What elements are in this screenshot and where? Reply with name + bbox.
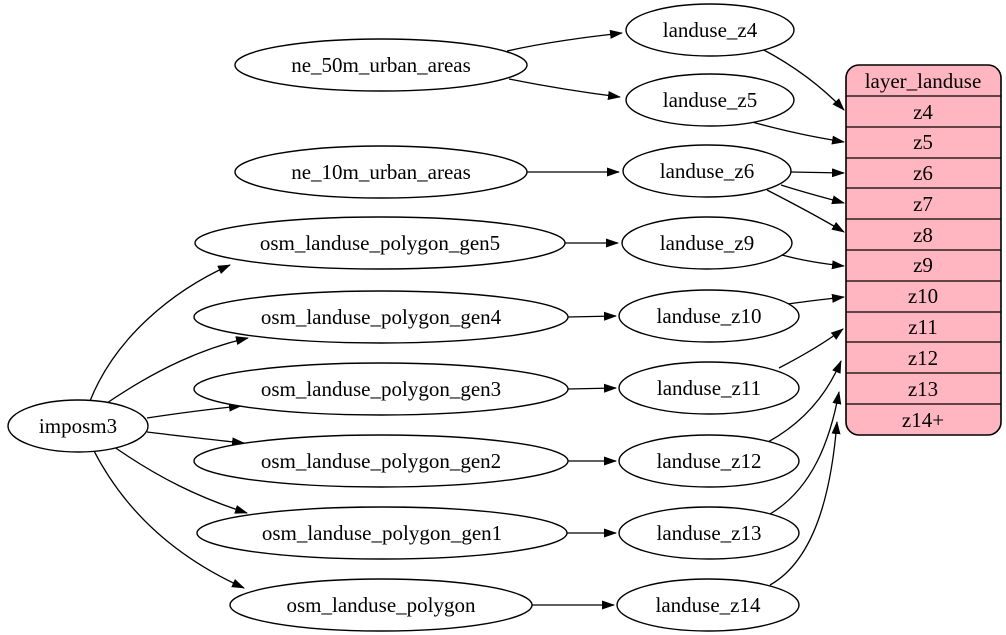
node-osm_landuse_polygon_gen2: osm_landuse_polygon_gen2 (193, 434, 569, 488)
landuse_z10-ellipse (618, 289, 800, 343)
landuse_z5-label: landuse_z5 (663, 88, 757, 112)
edge-gen3-to-landuse_z11 (567, 383, 617, 393)
edge-imposm3-to-gen2 (146, 431, 245, 447)
landuse_z5-ellipse (625, 73, 795, 127)
landuse_z11-ellipse (618, 361, 800, 415)
landuse_z10-label: landuse_z10 (657, 304, 762, 328)
edge-landuse_z6-to-row-z7 (780, 184, 845, 205)
landuse_z12-ellipse (618, 434, 800, 488)
edge-imposm3-to-gen4 (103, 336, 249, 406)
edge-ne50m-to-landuse_z5 (508, 78, 621, 100)
landuse_z14-label: landuse_z14 (656, 593, 761, 617)
edge-landuse_z6-to-row-z8 (766, 189, 845, 233)
row-z13: z13 (908, 377, 938, 401)
osm_landuse_polygon_gen3-ellipse (193, 362, 569, 416)
edge-imposm3-to-gen1 (109, 443, 248, 514)
landuse_z13-label: landuse_z13 (657, 521, 762, 545)
row-z8: z8 (913, 223, 933, 247)
edge-landuse_z11-to-row-z11 (778, 328, 844, 369)
landuse_z6-ellipse (622, 144, 792, 198)
landuse_z4-label: landuse_z4 (663, 18, 758, 42)
landuse_z12-label: landuse_z12 (657, 449, 762, 473)
landuse_z9-ellipse (621, 216, 793, 270)
row-z12: z12 (908, 346, 938, 370)
edge-landuse_z12-to-row-z12 (767, 360, 842, 443)
node-landuse_z14: landuse_z14 (616, 578, 800, 632)
landuse_z9-label: landuse_z9 (660, 231, 754, 255)
node-landuse_z4: landuse_z4 (625, 3, 795, 57)
osm_landuse_polygon_gen5-label: osm_landuse_polygon_gen5 (260, 231, 500, 255)
node-landuse_z13: landuse_z13 (618, 506, 800, 560)
layer-landuse-title: layer_landuse (865, 69, 982, 93)
osm_landuse_polygon-ellipse (229, 578, 533, 632)
row-z9: z9 (913, 253, 933, 277)
edge-landuse_z9-to-row-z9 (781, 254, 845, 270)
node-landuse_z12: landuse_z12 (618, 434, 800, 488)
ne_50m_urban_areas-label: ne_50m_urban_areas (291, 53, 471, 77)
row-z11: z11 (908, 315, 938, 339)
osm_landuse_polygon-label: osm_landuse_polygon (287, 593, 476, 617)
node-osm_landuse_polygon_gen4: osm_landuse_polygon_gen4 (193, 290, 569, 344)
edge-landuse_z14-to-row-z14plus (769, 421, 841, 586)
landuse_z14-ellipse (616, 578, 800, 632)
row-z5: z5 (913, 130, 933, 154)
edge-layer (89, 29, 845, 610)
node-osm_landuse_polygon_gen3: osm_landuse_polygon_gen3 (193, 362, 569, 416)
node-landuse_z11: landuse_z11 (618, 361, 800, 415)
osm_landuse_polygon_gen5-ellipse (194, 216, 566, 270)
edge-landuse_z10-to-row-z10 (787, 293, 845, 305)
osm_landuse_polygon_gen1-ellipse (196, 506, 568, 560)
node-ne_10m_urban_areas: ne_10m_urban_areas (234, 145, 528, 199)
row-z6: z6 (913, 161, 933, 185)
ne_50m_urban_areas-ellipse (234, 38, 528, 92)
edge-gen4-to-landuse_z10 (567, 311, 617, 321)
osm_landuse_polygon_gen1-label: osm_landuse_polygon_gen1 (262, 521, 502, 545)
ne_10m_urban_areas-ellipse (234, 145, 528, 199)
edge-landuse_z5-to-row-z5 (751, 121, 845, 145)
imposm3-ellipse (7, 399, 149, 453)
landuse_z6-label: landuse_z6 (660, 159, 754, 183)
edge-imposm3-to-gen5 (89, 264, 231, 402)
landuse_z11-label: landuse_z11 (657, 376, 761, 400)
edge-ne50m-to-landuse_z4 (506, 29, 623, 52)
node-osm_landuse_polygon: osm_landuse_polygon (229, 578, 533, 632)
edge-landuse_z13-to-row-z13 (769, 391, 842, 515)
row-z14plus: z14+ (902, 408, 944, 432)
node-osm_landuse_polygon_gen1: osm_landuse_polygon_gen1 (196, 506, 568, 560)
node-imposm3: imposm3 (7, 399, 149, 453)
row-z4: z4 (913, 100, 933, 124)
node-landuse_z5: landuse_z5 (625, 73, 795, 127)
edge-imposm3-to-polygon (92, 448, 245, 589)
osm_landuse_polygon_gen4-label: osm_landuse_polygon_gen4 (261, 305, 502, 329)
node-layer: imposm3 ne_50m_urban_areas ne_10m_urban_… (7, 3, 800, 632)
node-osm_landuse_polygon_gen5: osm_landuse_polygon_gen5 (194, 216, 566, 270)
edge-landuse_z6-to-row-z6 (790, 168, 845, 178)
node-landuse_z9: landuse_z9 (621, 216, 793, 270)
osm_landuse_polygon_gen2-label: osm_landuse_polygon_gen2 (261, 449, 501, 473)
row-z7: z7 (913, 192, 933, 216)
osm_landuse_polygon_gen3-label: osm_landuse_polygon_gen3 (261, 377, 501, 401)
imposm3-label: imposm3 (39, 414, 117, 438)
edge-imposm3-to-gen3 (146, 402, 242, 419)
node-landuse_z10: landuse_z10 (618, 289, 800, 343)
osm_landuse_polygon_gen4-ellipse (193, 290, 569, 344)
row-z10: z10 (908, 284, 938, 308)
osm_landuse_polygon_gen2-ellipse (193, 434, 569, 488)
landuse_z4-ellipse (625, 3, 795, 57)
edge-landuse_z4-to-row-z4 (761, 48, 845, 111)
landuse_z13-ellipse (618, 506, 800, 560)
ne_10m_urban_areas-label: ne_10m_urban_areas (291, 160, 471, 184)
layer-landuse-table: layer_landuse z4 z5 z6 z7 z8 z9 z10 z11 … (845, 64, 1002, 436)
node-ne_50m_urban_areas: ne_50m_urban_areas (234, 38, 528, 92)
node-landuse_z6: landuse_z6 (622, 144, 792, 198)
